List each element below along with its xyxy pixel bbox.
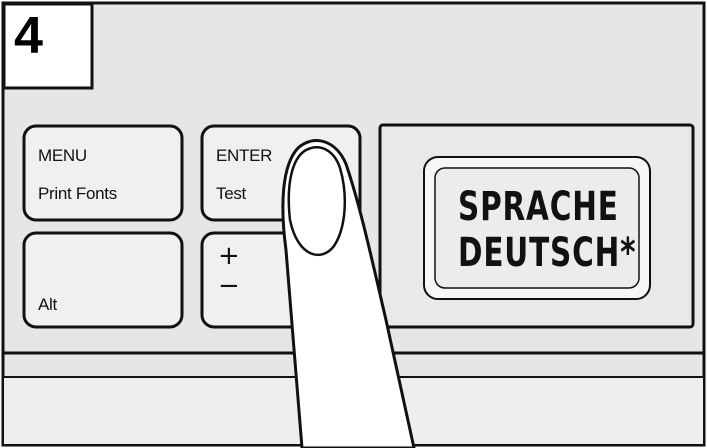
step-number: 4 bbox=[14, 6, 43, 66]
plusminus-key[interactable]: + − bbox=[202, 233, 360, 327]
test-label: Test bbox=[216, 184, 246, 204]
minus-label: − bbox=[218, 271, 240, 301]
menu-key-label: MENU bbox=[38, 146, 87, 166]
display-line-1: SPRACHE bbox=[458, 184, 619, 230]
plus-label: + bbox=[218, 241, 240, 271]
alt-key-label: Alt bbox=[38, 295, 57, 315]
print-fonts-label: Print Fonts bbox=[38, 184, 117, 204]
display-line-2: DEUTSCH* bbox=[458, 230, 636, 276]
menu-key[interactable]: MENU Print Fonts bbox=[24, 126, 182, 220]
alt-key[interactable]: Alt bbox=[24, 233, 182, 327]
enter-key[interactable]: ENTER Test bbox=[202, 126, 360, 220]
enter-key-label: ENTER bbox=[216, 146, 272, 166]
